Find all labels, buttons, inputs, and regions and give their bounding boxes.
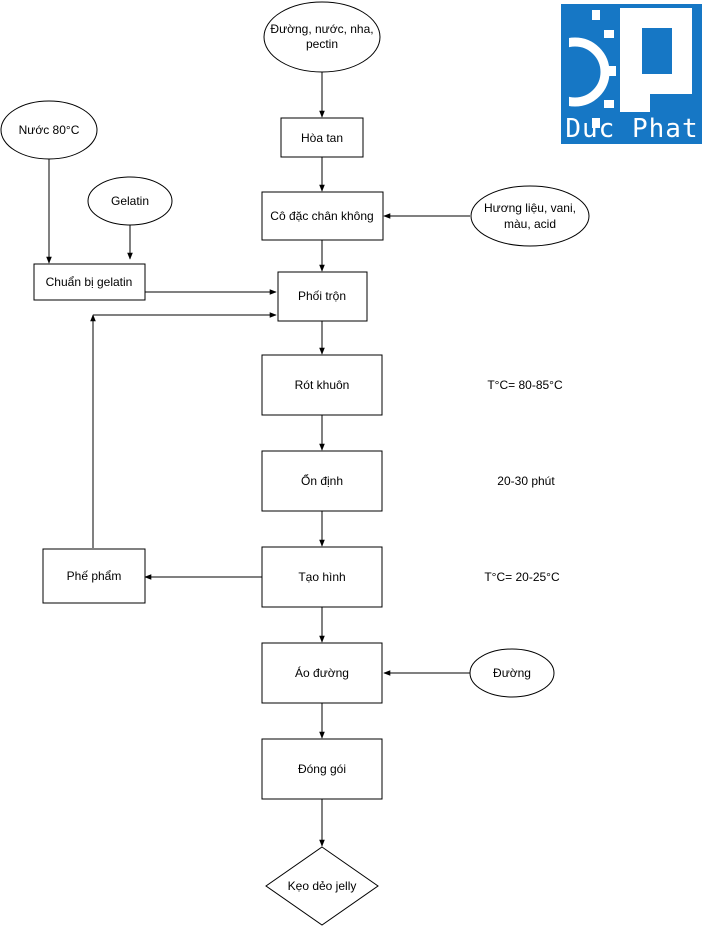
node-dong-goi: Đóng gói bbox=[261, 738, 383, 800]
node-ingredients: Đường, nước, nha, pectin bbox=[263, 1, 381, 73]
node-phoi-tron: Phối trộn bbox=[277, 271, 368, 322]
svg-text:Phối trộn: Phối trộn bbox=[298, 289, 346, 303]
note-on-dinh-time: 20-30 phút bbox=[497, 474, 555, 488]
logo-text: Duc Phat bbox=[565, 114, 698, 144]
svg-text:Gelatin: Gelatin bbox=[111, 194, 149, 208]
svg-text:Phế phẩm: Phế phẩm bbox=[67, 569, 122, 583]
svg-text:Kẹo dẻo jelly: Kẹo dẻo jelly bbox=[288, 879, 357, 893]
svg-text:Đường: Đường bbox=[493, 666, 531, 680]
node-hoa-tan: Hòa tan bbox=[280, 117, 364, 158]
node-phe-pham: Phế phẩm bbox=[42, 548, 146, 604]
svg-text:Chuẩn bị gelatin: Chuẩn bị gelatin bbox=[46, 275, 133, 289]
node-nuoc: Nước 80°C bbox=[0, 100, 98, 160]
svg-text:Hương liệu, vani,: Hương liệu, vani, bbox=[484, 201, 576, 215]
note-rot-khuon-temperature: T°C= 80-85°C bbox=[487, 378, 563, 392]
node-chuan-bi-gelatin: Chuẩn bị gelatin bbox=[33, 263, 146, 301]
connectors bbox=[46, 72, 470, 847]
node-gelatin: Gelatin bbox=[87, 176, 173, 226]
note-tao-hinh-temperature: T°C= 20-25°C bbox=[484, 570, 560, 584]
node-keo-deo-jelly: Kẹo dẻo jelly bbox=[265, 846, 379, 926]
svg-text:pectin: pectin bbox=[306, 37, 338, 51]
node-rot-khuon: Rót khuôn bbox=[261, 354, 383, 416]
node-tao-hinh: Tạo hình bbox=[261, 546, 383, 608]
svg-text:Áo đường: Áo đường bbox=[295, 665, 349, 680]
svg-text:Hòa tan: Hòa tan bbox=[301, 131, 343, 145]
svg-text:màu, acid: màu, acid bbox=[504, 217, 556, 231]
node-on-dinh: Ổn định bbox=[261, 450, 383, 512]
svg-text:Tạo hình: Tạo hình bbox=[298, 570, 345, 584]
gear-icon bbox=[540, 4, 616, 144]
svg-text:Đường, nước, nha,: Đường, nước, nha, bbox=[270, 22, 373, 36]
duc-phat-logo: Duc Phat bbox=[540, 4, 702, 144]
svg-text:Ổn định: Ổn định bbox=[301, 473, 343, 488]
svg-text:Đóng gói: Đóng gói bbox=[298, 762, 346, 776]
node-huong-lieu: Hương liệu, vani, màu, acid bbox=[470, 185, 590, 247]
svg-text:Nước 80°C: Nước 80°C bbox=[19, 123, 80, 137]
node-duong: Đường bbox=[469, 648, 555, 698]
node-ao-duong: Áo đường bbox=[261, 642, 383, 704]
node-co-dac: Cô đặc chân không bbox=[261, 191, 384, 241]
svg-text:Rót khuôn: Rót khuôn bbox=[295, 378, 350, 392]
logo-p-letter bbox=[620, 8, 692, 112]
svg-text:Cô đặc chân không: Cô đặc chân không bbox=[270, 209, 373, 223]
